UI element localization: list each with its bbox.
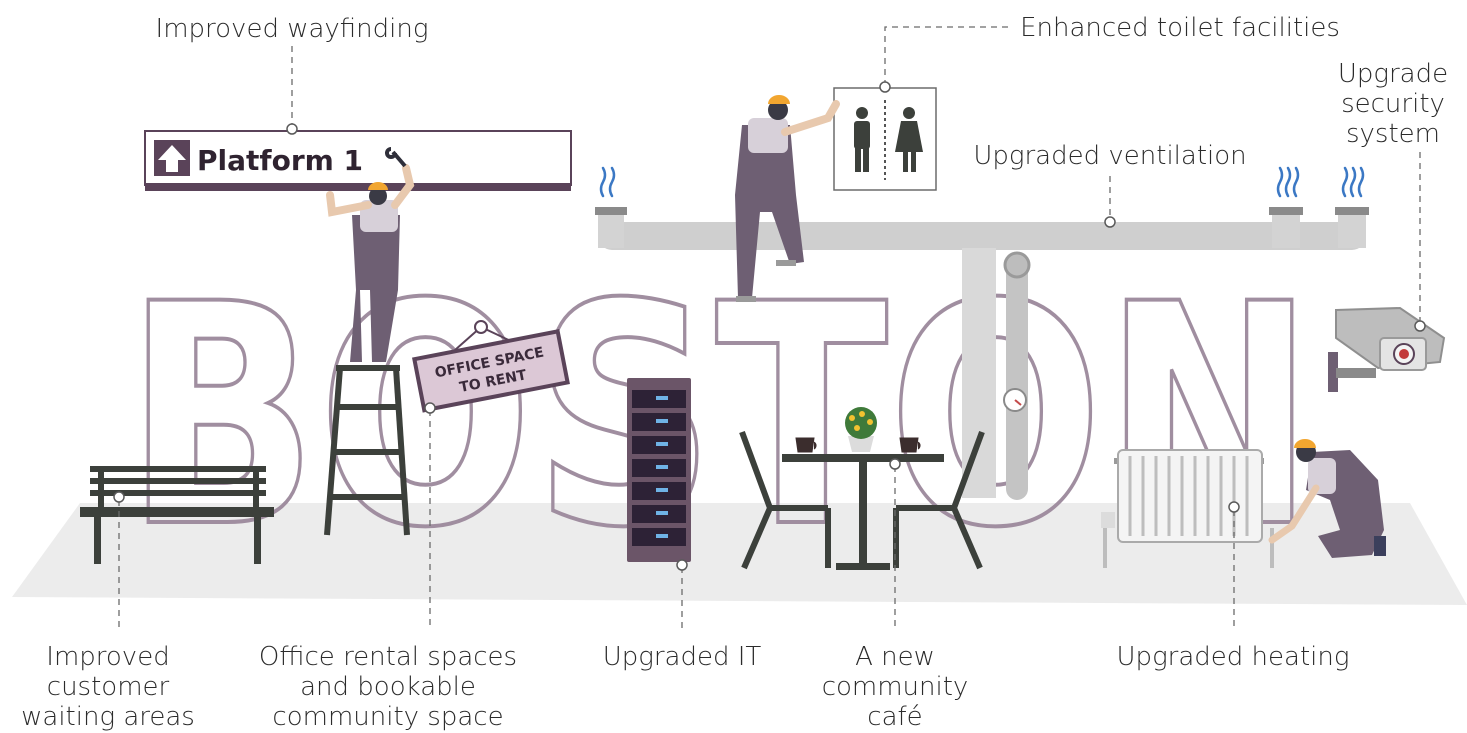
server-rack-icon (627, 378, 691, 562)
worker-on-ladder (326, 147, 415, 362)
bench (80, 466, 274, 564)
wrench-icon (385, 147, 407, 168)
cafe-chairs (739, 430, 985, 570)
callout-dots (113, 81, 1426, 571)
air-flow-icon (599, 166, 1365, 198)
radiator-icon (1101, 449, 1274, 568)
label-wayfinding: Improved wayfinding (155, 14, 429, 44)
male-icon (854, 107, 870, 172)
label-heating: Upgraded heating (1116, 642, 1350, 672)
platform-sign: Platform 1 (144, 130, 572, 191)
label-ventilation: Upgraded ventilation (973, 141, 1247, 171)
coffee-cup-icon (899, 437, 921, 453)
cafe-table (782, 407, 944, 570)
callout-lines (118, 26, 1421, 628)
arrow-up-icon (158, 145, 186, 172)
label-office: Office rental spaces and bookable commun… (258, 642, 518, 732)
toilet-sign (833, 87, 937, 191)
label-toilets: Enhanced toilet facilities (1020, 13, 1340, 43)
worker-at-pipe (735, 95, 840, 302)
label-cafe: A new community café (821, 642, 969, 732)
female-icon (895, 107, 923, 172)
label-security: Upgrade security system (1337, 59, 1449, 149)
coffee-cup-icon (795, 437, 817, 453)
label-waiting: Improved customer waiting areas (21, 642, 195, 732)
platform-sign-text: Platform 1 (197, 144, 363, 177)
label-it: Upgraded IT (602, 642, 762, 672)
office-space-sign: OFFICE SPACE TO RENT (412, 320, 570, 413)
security-camera-icon (1328, 306, 1446, 392)
ladder (324, 365, 410, 536)
kneeling-worker (1268, 439, 1386, 558)
